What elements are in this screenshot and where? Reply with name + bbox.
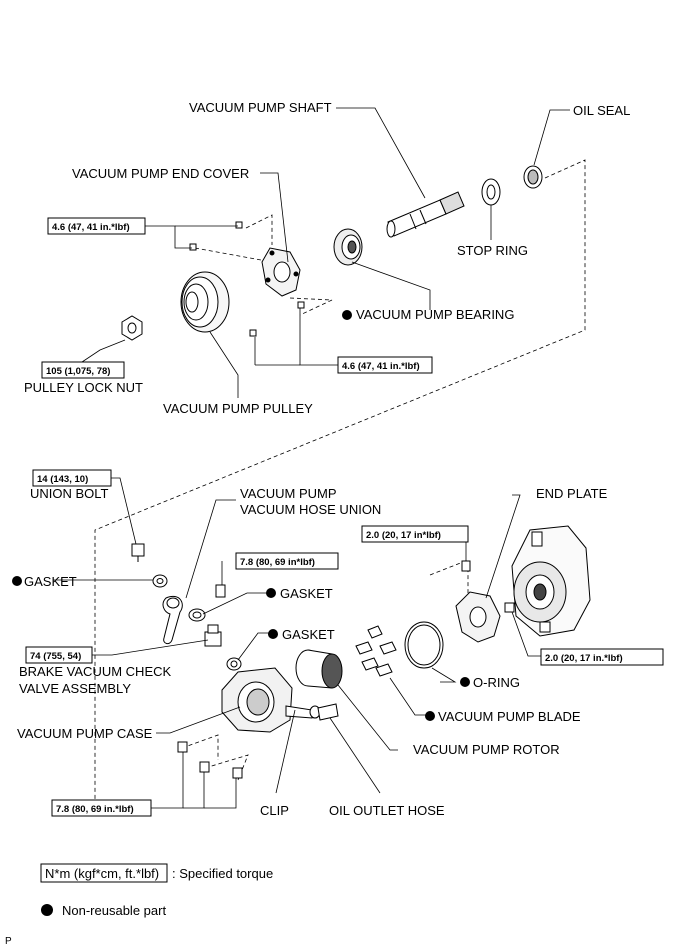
oil-outlet-hose-part: [317, 703, 339, 721]
label-oil-seal: OIL SEAL: [573, 103, 630, 118]
label-stop-ring: STOP RING: [457, 243, 528, 258]
nonreusable-dot-bearing: [342, 310, 352, 320]
nonreusable-dot-gasket-left: [12, 576, 22, 586]
o-ring-part: [404, 621, 444, 669]
torque-boxes: [25, 217, 664, 883]
label-end-plate: END PLATE: [536, 486, 608, 501]
alternator-housing-part: [511, 525, 591, 637]
nonreusable-dot-gasket-mid1: [266, 588, 276, 598]
label-gasket-mid1: GASKET: [280, 586, 333, 601]
label-clip: CLIP: [260, 803, 289, 818]
oil-seal-part: [523, 165, 543, 189]
part-labels: VACUUM PUMP SHAFT OIL SEAL VACUUM PUMP E…: [17, 100, 630, 818]
union-bolt-part: [131, 543, 145, 562]
torque-end-plate-right: 2.0 (20, 17 in.*lbf): [545, 653, 623, 664]
end-plate-part: [455, 591, 501, 643]
label-pulley-lock-nut: PULLEY LOCK NUT: [24, 380, 143, 395]
label-o-ring: O-RING: [473, 675, 520, 690]
label-vacuum-pump-end-cover: VACUUM PUMP END COVER: [72, 166, 249, 181]
vacuum-pump-bearing-part: [333, 228, 363, 266]
torque-end-cover-lower: 4.6 (47, 41 in.*lbf): [342, 361, 420, 372]
label-vacuum-pump-shaft: VACUUM PUMP SHAFT: [189, 100, 332, 115]
label-vacuum-pump-blade: VACUUM PUMP BLADE: [438, 709, 581, 724]
stop-ring-part: [481, 178, 501, 206]
vacuum-hose-union-part: [162, 596, 183, 645]
label-gasket-mid2: GASKET: [282, 627, 335, 642]
leader-lines: [53, 107, 570, 809]
vacuum-pump-case-part: [221, 667, 313, 733]
case-bolts: [177, 741, 243, 779]
pulley-lock-nut-part: [121, 315, 143, 341]
vacuum-pump-rotor-part: [295, 649, 343, 689]
label-vacuum-pump-bearing: VACUUM PUMP BEARING: [356, 307, 514, 322]
label-brake-check-valve-line2: VALVE ASSEMBLY: [19, 681, 131, 696]
end-plate-screws: [461, 560, 515, 613]
parts: [121, 165, 591, 779]
vacuum-pump-shaft-part: [386, 191, 465, 238]
nonreusable-dot-blade: [425, 711, 435, 721]
vacuum-pump-pulley-part: [180, 271, 230, 333]
torque-pulley-nut: 105 (1,075, 78): [46, 366, 110, 377]
gasket-mid1-part: [188, 608, 206, 622]
torque-union-bolt: 14 (143, 10): [37, 474, 88, 485]
label-oil-outlet-hose: OIL OUTLET HOSE: [329, 803, 445, 818]
nonreusable-markers: [12, 310, 470, 721]
brake-check-valve-part: [204, 624, 222, 647]
footer-mark: P: [5, 936, 12, 947]
torque-hose-union-bolt: 7.8 (80, 69 in*lbf): [240, 557, 315, 568]
nonreusable-dot-gasket-mid2: [268, 629, 278, 639]
nonreusable-dot-o-ring: [460, 677, 470, 687]
vacuum-pump-blades: [355, 625, 397, 677]
torque-case-bolts: 7.8 (80, 69 in.*lbf): [56, 804, 134, 815]
gasket-mid2-part: [226, 657, 242, 671]
legend-torque-box-text: N*m (kgf*cm, ft.*lbf): [45, 866, 159, 881]
label-gasket-left: GASKET: [24, 574, 77, 589]
label-vacuum-pump-rotor: VACUUM PUMP ROTOR: [413, 742, 560, 757]
label-brake-check-valve-line1: BRAKE VACUUM CHECK: [19, 664, 172, 679]
torque-end-cover-upper: 4.6 (47, 41 in.*lbf): [52, 222, 130, 233]
legend-nonreusable-desc: Non-reusable part: [62, 903, 166, 918]
gasket-left-part: [152, 574, 168, 588]
torque-check-valve: 74 (755, 54): [30, 651, 81, 662]
legend-torque-desc: : Specified torque: [172, 866, 273, 881]
label-vacuum-hose-union-line2: VACUUM HOSE UNION: [240, 502, 381, 517]
label-vacuum-pump-pulley: VACUUM PUMP PULLEY: [163, 401, 313, 416]
legend: N*m (kgf*cm, ft.*lbf) : Specified torque…: [41, 866, 273, 918]
hose-union-bolt-part: [215, 584, 226, 598]
end-cover-part: [261, 247, 301, 297]
legend-nonreusable-dot: [41, 904, 53, 916]
label-vacuum-pump-case: VACUUM PUMP CASE: [17, 726, 153, 741]
label-union-bolt: UNION BOLT: [30, 486, 109, 501]
torque-texts: 4.6 (47, 41 in.*lbf) 4.6 (47, 41 in.*lbf…: [30, 222, 623, 815]
label-vacuum-hose-union-line1: VACUUM PUMP: [240, 486, 337, 501]
end-cover-screws: [189, 221, 305, 337]
torque-end-plate-upper: 2.0 (20, 17 in*lbf): [366, 530, 441, 541]
